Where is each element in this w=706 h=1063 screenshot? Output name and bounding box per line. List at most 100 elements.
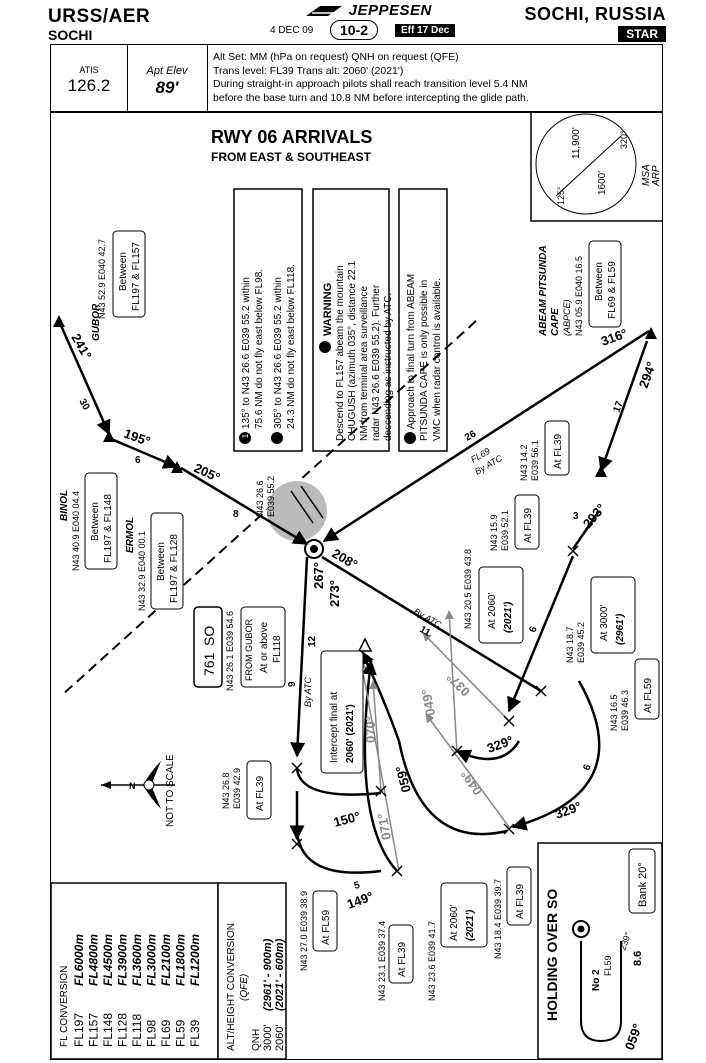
ndb-alt-2: FL118	[272, 635, 283, 663]
note1-line3: 305° to N43 26.6 E039 55.2 within	[273, 277, 284, 429]
ndb-alt-1: At or above	[259, 621, 270, 673]
waypoint-4: N43 18.7 E039 45.2 At 3000' (2961')	[565, 576, 636, 663]
ndb-ident: SO	[201, 626, 217, 646]
fl-conv-meters: FL4500m	[101, 934, 115, 986]
alt-row2-qnh: 2060'	[274, 1024, 286, 1051]
fix-ermol-coord: N43 32.9 E040 00.1	[137, 531, 147, 611]
elevation-value: 89'	[155, 78, 179, 97]
note1-line4: 24.3 NM do not fly east below FL118.	[286, 264, 297, 429]
fl-conv-meters: FL6000m	[72, 934, 86, 986]
abeam-fix-icon	[645, 327, 657, 339]
track-273: 273°	[327, 580, 342, 607]
dist-9: 9	[287, 681, 298, 687]
dist-17: 17	[611, 399, 625, 414]
fl-conv-fl: FL157	[87, 1013, 101, 1047]
fl-conv-fl: FL59	[174, 1019, 188, 1047]
city-name: SOCHI	[48, 27, 93, 43]
approach-line-2: before the base turn and 10.8 NM before …	[213, 91, 529, 104]
track-059: 059°	[392, 764, 413, 794]
altset-line: Alt Set: MM (hPa on request) QNH on requ…	[213, 51, 459, 63]
wp3-coord: N43 20.5 E039 43.8	[463, 549, 473, 629]
alt-row1-qnh: 3000'	[262, 1024, 274, 1051]
wp10-coord: N43 18.4 E039 39.7	[493, 879, 503, 959]
north-label: N	[129, 781, 136, 791]
fix-ermol-name: ERMOL	[125, 517, 136, 553]
note3-line1: Descend to FL157 abeam the mountain	[335, 265, 346, 441]
msa-bearing-1: 320°	[619, 130, 629, 149]
alt-row1-qfe: (2961' - 900m)	[262, 938, 274, 1011]
track-037: 037°	[444, 670, 474, 700]
wp8-coord: N43 23.1 E039 37.4	[377, 921, 387, 1001]
intercept-line-1: Intercept final at	[329, 692, 340, 763]
dist-11: 11	[418, 624, 433, 639]
final-fix-icon	[357, 637, 373, 652]
chart-subtitle: FROM EAST & SOUTHEAST	[211, 150, 372, 164]
by-atc-3: By ATC	[303, 676, 313, 707]
waypoint-1: N43 14.2 E039 56.1 At FL39	[519, 420, 570, 481]
waypoint-3: N43 20.5 E039 43.8 At 2060' (2021')	[463, 549, 524, 644]
atis-frequency: 126.2	[67, 76, 111, 95]
fl-conv-fl: FL118	[130, 1014, 144, 1047]
location: SOCHI, RUSSIA	[524, 4, 666, 24]
note3-line4: radar N43 26.6 E039 55.2). Further	[371, 284, 382, 441]
holding-no2: No 2	[591, 969, 602, 991]
ndb-coord: N43 26.1 E039 54.6	[225, 611, 235, 691]
wp6-alt: At FL39	[255, 776, 266, 811]
dist-12: 12	[307, 635, 318, 647]
fl-conv-fl: FL39	[188, 1019, 202, 1047]
not-to-scale: NOT TO SCALE	[165, 754, 176, 827]
holding-distance: 8.6	[632, 951, 644, 966]
intercept-box: Intercept final at 2060' (2021')	[320, 650, 364, 774]
fl-conv-title: FL CONVERSION	[59, 966, 70, 1047]
brand-block: JEPPESEN	[268, 2, 468, 20]
wp1-coord-1: N43 14.2	[519, 444, 529, 481]
svg-text:1: 1	[241, 433, 250, 438]
chart-plan-view: RWY 06 ARRIVALS FROM EAST & SOUTHEAST 11…	[50, 112, 663, 1060]
fl-conversion-table: FL CONVERSION FL197FL6000mFL157FL4800mFL…	[51, 882, 219, 1059]
atis-label: ATIS	[79, 65, 99, 75]
alt-conv-qnh: QNH	[251, 1029, 262, 1051]
wp9-alt2: (2021')	[465, 909, 476, 941]
arp-coord-2: E039 55.2	[266, 476, 276, 517]
fl-conv-fl: FL98	[145, 1019, 159, 1047]
brand-name: JEPPESEN	[348, 2, 432, 19]
fix-abeam-name2: CAPE	[550, 308, 561, 336]
ndb-so-icon	[304, 539, 324, 559]
fl-conv-meters: FL1200m	[188, 934, 202, 986]
alt-conv-title: ALT/HEIGHT CONVERSION	[226, 923, 237, 1051]
note4-line3: VMC when radar control is available.	[432, 278, 443, 441]
wp5-alt: At FL59	[643, 678, 654, 713]
fl-conv-meters: FL3000m	[145, 934, 159, 986]
track-071: 071°	[375, 812, 394, 841]
track-208: 208°	[330, 546, 361, 572]
fix-n43-14-icon	[595, 465, 607, 477]
chart-date: 4 DEC 09	[270, 25, 314, 36]
alt-row2-qfe: (2021' - 600m)	[274, 938, 286, 1011]
wp4-coord-2: E039 45.2	[576, 622, 586, 663]
track-149: 149°	[345, 889, 375, 912]
ndb-so-box: 761 SO N43 26.1 E039 54.6 FROM GUBOR At …	[193, 606, 286, 691]
wp8-alt: At FL39	[397, 942, 408, 977]
ermol-alt-2: FL197 & FL128	[169, 534, 180, 603]
altimeter-notes: Alt Set: MM (hPa on request) QNH on requ…	[213, 51, 529, 105]
holding-panel: HOLDING OVER SO Bank 20° No 2 FL59 239° …	[537, 842, 662, 1059]
waypoint-7: N43 27.0 E039 38.9 At FL59	[299, 890, 338, 971]
track-070: 070°	[363, 716, 378, 743]
info-bar: ATIS 126.2 Apt Elev 89' Alt Set: MM (hPa…	[50, 44, 663, 112]
trans-line: Trans level: FL39 Trans alt: 2060' (2021…	[213, 64, 404, 77]
note4-line2: PITSUNDA CAPE is only possible in	[419, 280, 430, 441]
waypoint-marks	[291, 545, 579, 877]
elevation-label: Apt Elev	[146, 65, 188, 77]
msa-label: MSA	[641, 164, 652, 186]
abeam-alt-1: Between	[594, 262, 605, 301]
wp4-alt2: (2961')	[615, 613, 626, 645]
dist-8: 8	[233, 509, 239, 520]
chart-title: RWY 06 ARRIVALS	[211, 127, 372, 147]
note1-line1: 135° to N43 26.6 E039 55.2 within	[241, 277, 252, 429]
airport-code: URSS/AER	[48, 6, 151, 27]
fix-gubor-name: GUBOR	[91, 303, 102, 341]
track-205: 205°	[192, 460, 223, 485]
wp7-alt: At FL59	[321, 910, 332, 945]
alt-conv-qfe: (QFE)	[239, 974, 250, 1001]
wp4-coord-1: N43 18.7	[565, 626, 575, 663]
